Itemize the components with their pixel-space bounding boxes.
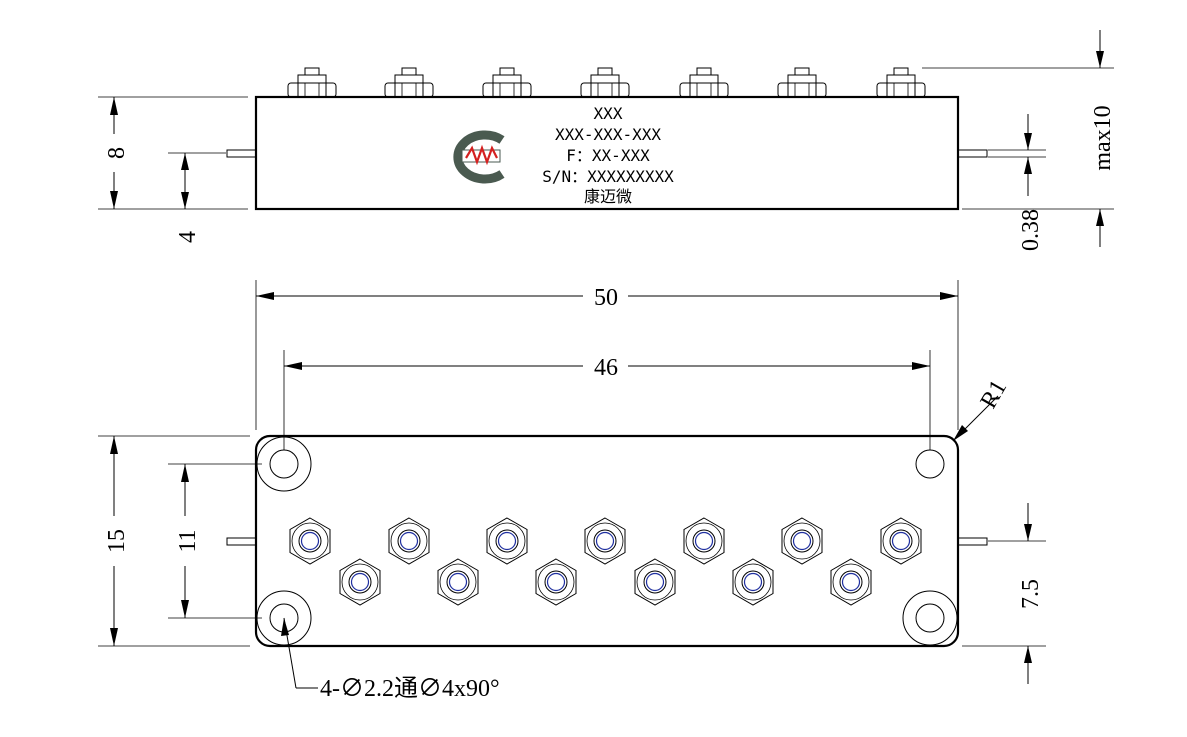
top-pin-right xyxy=(957,537,988,546)
mounting-hole-top-right xyxy=(915,449,945,479)
dim-max-height: max10 xyxy=(922,30,1116,247)
dim-pin-offset: 7.5 xyxy=(962,503,1046,684)
label-line-3: F：XX-XXX xyxy=(566,146,650,165)
logo-wave xyxy=(465,144,498,166)
label-line-2: XXX-XXX-XXX xyxy=(555,125,661,144)
svg-text:15: 15 xyxy=(104,529,130,553)
svg-text:11: 11 xyxy=(175,529,201,552)
dim-pin-height: 4 xyxy=(168,152,226,243)
side-view: XXX XXX-XXX-XXX F：XX-XXX S/N：XXXXXXXXX 康… xyxy=(98,30,1116,251)
dim-hole-span: 11 xyxy=(168,463,262,619)
svg-text:max10: max10 xyxy=(1090,105,1116,170)
top-pin-left xyxy=(226,537,257,546)
svg-text:4-∅2.2通∅4x90°: 4-∅2.2通∅4x90° xyxy=(320,676,500,702)
hole-callout: 4-∅2.2通∅4x90° xyxy=(281,617,500,702)
side-pin-left xyxy=(226,149,257,158)
svg-text:8: 8 xyxy=(104,147,130,159)
dim-pin-diameter: 0.38 xyxy=(988,114,1046,251)
top-view: 50 46 R1 15 xyxy=(98,280,1046,702)
label-line-4: S/N：XXXXXXXXX xyxy=(542,167,674,186)
top-body xyxy=(254,434,960,648)
dim-side-height: 8 xyxy=(98,96,248,210)
dim-length: 50 xyxy=(255,280,959,430)
label-line-1: XXX xyxy=(594,104,623,123)
dim-width: 15 xyxy=(98,435,250,647)
dim-hole-pitch: 46 xyxy=(283,350,931,450)
svg-text:R1: R1 xyxy=(976,376,1013,413)
side-nuts xyxy=(287,67,926,98)
logo-ring xyxy=(453,130,505,184)
svg-text:46: 46 xyxy=(594,355,618,381)
label-line-5: 康迈微 xyxy=(584,187,632,206)
tuning-screws xyxy=(289,517,922,606)
side-pin-right xyxy=(957,149,988,158)
svg-text:7.5: 7.5 xyxy=(1018,579,1044,609)
mounting-hole-bottom-right xyxy=(902,590,958,646)
svg-text:0.38: 0.38 xyxy=(1018,209,1044,251)
dim-corner-radius: R1 xyxy=(952,376,1013,442)
svg-text:4: 4 xyxy=(175,231,201,243)
company-logo xyxy=(453,130,505,184)
svg-text:50: 50 xyxy=(594,285,618,311)
